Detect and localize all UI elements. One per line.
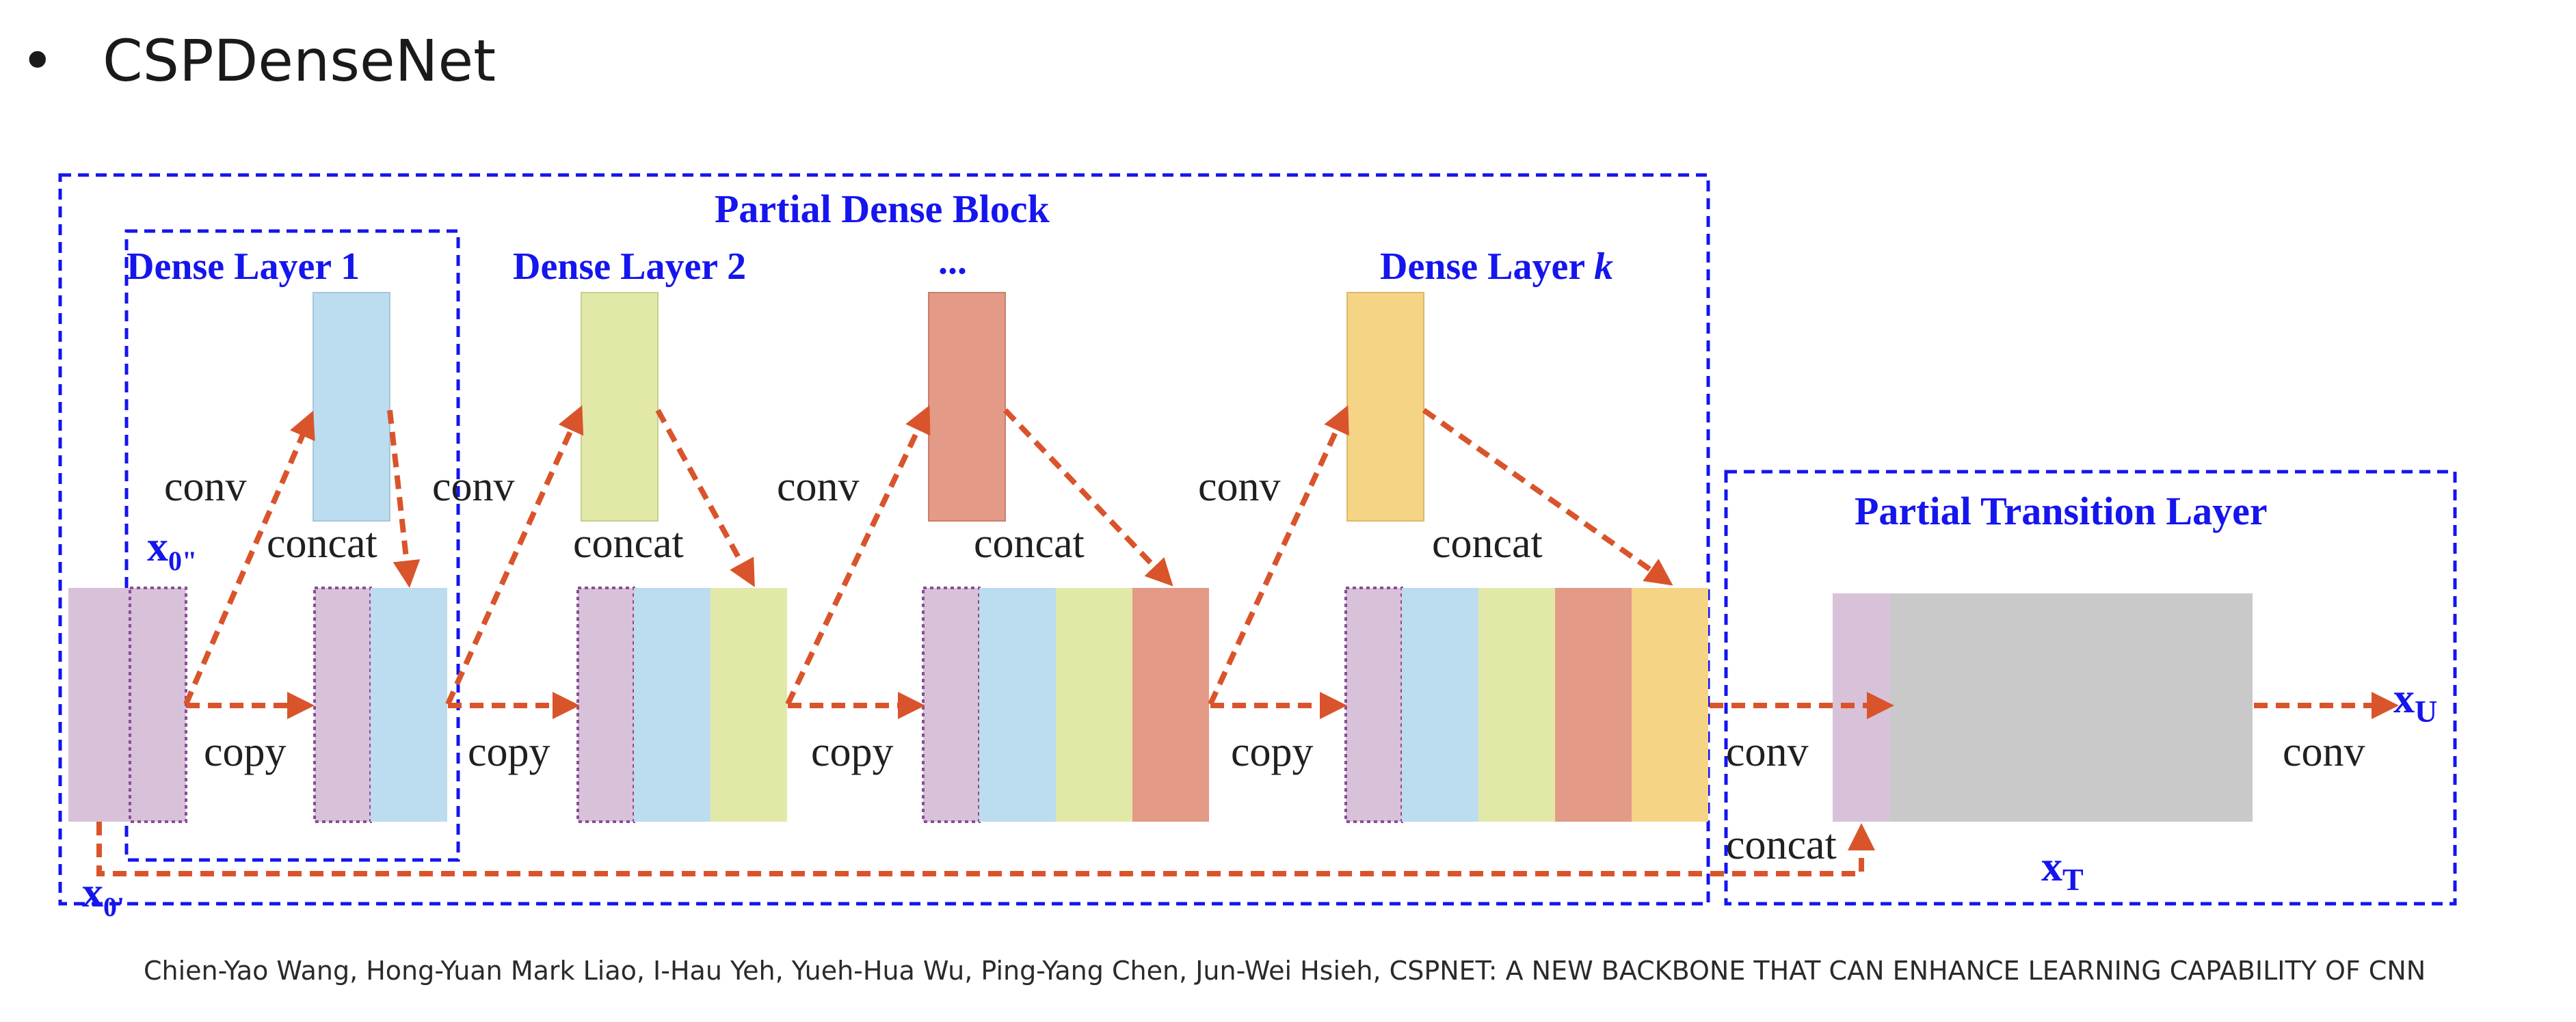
dense-layer-k-label: Dense Layer k <box>1380 245 1613 288</box>
dense-layer-1-label: Dense Layer 1 <box>127 245 360 288</box>
conv-arrow-k <box>1208 405 1349 705</box>
xt-base: x <box>2041 844 2062 890</box>
copy-label-2: copy <box>468 729 550 775</box>
xu-label: xU <box>2393 675 2437 729</box>
x0-prime-sub: 0' <box>103 891 124 922</box>
slide-heading: • CSPDenseNet <box>21 27 496 94</box>
transition-concat-label: concat <box>1726 822 1837 868</box>
concat-arrow-3 <box>1003 408 1173 587</box>
conv-arrow-3 <box>785 405 931 705</box>
dense-layer-2-label: Dense Layer 2 <box>513 245 746 288</box>
copy-label-3: copy <box>811 729 894 775</box>
concat-arrow-k <box>1422 407 1673 586</box>
concat-stack-2 <box>576 587 787 823</box>
concat-arrow-1 <box>387 409 421 588</box>
copy-label-k: copy <box>1231 729 1314 775</box>
concat-arrow-2 <box>655 409 755 588</box>
output-conv-label: conv <box>2283 729 2365 775</box>
conv-label-2: conv <box>432 463 515 510</box>
concat-label-1: concat <box>267 520 377 567</box>
shortcut-arrow <box>96 822 1875 876</box>
concat-stack-3 <box>922 587 1209 823</box>
dense-layer-2-output <box>581 292 659 522</box>
ellipsis-label: ... <box>938 240 967 282</box>
dense-layer-k-output <box>1346 292 1424 522</box>
x0-prime-base: x <box>82 870 103 916</box>
transition-block <box>1833 593 2253 822</box>
conv-label-k: conv <box>1198 463 1281 510</box>
transition-conv-label: conv <box>1726 729 1809 775</box>
partial-dense-block-box <box>58 173 1710 906</box>
base-input-block <box>68 587 187 823</box>
xt-label: xT <box>2041 844 2084 897</box>
concat-stack-1 <box>313 587 447 823</box>
x0-double-prime-base: x <box>147 524 168 570</box>
concat-label-2: concat <box>573 520 684 567</box>
x0-double-prime-sub: 0" <box>168 546 197 576</box>
x0-prime-label: x0' <box>82 870 124 922</box>
conv-arrow-1 <box>183 410 315 705</box>
concat-stack-k <box>1344 587 1708 823</box>
x0-double-prime-label: x0" <box>147 524 197 576</box>
partial-transition-layer-label: Partial Transition Layer <box>1855 489 2268 533</box>
bullet: • <box>21 27 55 94</box>
concat-label-k: concat <box>1432 520 1543 567</box>
dense-layer-k-index: k <box>1594 245 1613 288</box>
dense-layer-k-text: Dense Layer <box>1380 245 1584 288</box>
conv-label-1: conv <box>164 463 247 510</box>
slide-title: CSPDenseNet <box>103 27 496 94</box>
partial-dense-block-label: Partial Dense Block <box>715 187 1050 231</box>
concat-label-3: concat <box>974 520 1085 567</box>
citation-text: Chien-Yao Wang, Hong-Yuan Mark Liao, I-H… <box>144 956 2426 986</box>
xu-sub: U <box>2415 694 2437 729</box>
dense-layer-1-box <box>124 229 460 862</box>
partial-transition-layer-box <box>1724 470 2457 906</box>
dense-layer-1-output <box>313 292 390 522</box>
conv-label-3: conv <box>777 463 860 510</box>
copy-label-1: copy <box>204 729 287 775</box>
dense-layer-n-output <box>928 292 1006 522</box>
xu-base: x <box>2393 675 2415 722</box>
xt-sub: T <box>2062 862 2084 897</box>
conv-arrow-2 <box>445 405 584 705</box>
